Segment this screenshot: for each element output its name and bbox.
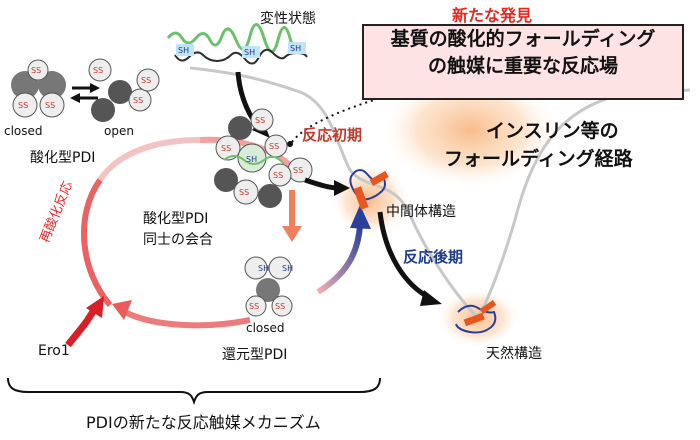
disulfide-tag: SS <box>273 171 283 180</box>
equilibrium-arrows <box>70 83 100 103</box>
ero1-arrow <box>65 296 104 348</box>
thiol-tag: SH <box>290 44 301 53</box>
label-intermediate: 中間体構造 <box>386 204 456 220</box>
pdi-cycle <box>81 136 371 329</box>
cycle-arrowhead-blue <box>350 205 371 229</box>
label-association-line-2: 同士の会合 <box>143 232 213 248</box>
disulfide-tag: SS <box>249 302 259 311</box>
intermediate-structure <box>349 169 389 210</box>
thiol-tags: SH SH SH SH SH SH <box>178 44 301 273</box>
disulfide-tag: SS <box>31 66 41 75</box>
disulfide-tag: SS <box>255 116 265 125</box>
thiol-tag: SH <box>178 46 189 55</box>
cycle-arc-top-left <box>97 137 201 182</box>
folding-landscape-curve <box>189 66 691 321</box>
disulfide-tag: SS <box>141 76 151 85</box>
finding-callout-box: 基質の酸化的フォールディング の触媒に重要な反応場 <box>362 24 684 100</box>
denatured-chain <box>166 23 308 65</box>
thiol-tag: SH <box>244 48 255 57</box>
pdi-association-cluster <box>214 108 313 208</box>
mechanism-bracket <box>7 377 381 406</box>
label-ero1: Ero1 <box>38 343 70 359</box>
label-closed-bottom: closed <box>246 321 285 335</box>
disulfide-tag: SS <box>45 101 55 110</box>
pdi-closed-top <box>11 59 66 118</box>
label-reduced-pdi: 還元型PDI <box>222 347 288 363</box>
label-pathway-line-1: インスリン等の <box>486 120 619 142</box>
callout-pointer <box>291 94 391 143</box>
label-late-reaction: 反応後期 <box>403 248 464 266</box>
label-early-reaction: 反応初期 <box>302 126 363 144</box>
label-closed-top: closed <box>4 124 43 138</box>
callout-line-2: の触媒に重要な反応場 <box>427 55 618 77</box>
cycle-arc-blue <box>316 224 363 295</box>
callout-line-1: 基質の酸化的フォールディング <box>390 28 656 50</box>
cycle-arc-left <box>81 178 113 307</box>
label-oxidized-pdi: 酸化型PDI <box>30 150 96 166</box>
label-open-top: open <box>104 124 134 138</box>
disulfide-tag: SS <box>93 66 103 75</box>
label-pathway-line-2: フォールディング経路 <box>444 148 633 170</box>
disulfide-tags: SS SS SS SS SS SS SS SS SS SS SS SS SS SS <box>18 66 303 311</box>
pdi-open-top <box>88 58 160 122</box>
label-native: 天然構造 <box>486 346 542 362</box>
thiol-tag: SH <box>258 264 269 273</box>
disulfide-tag: SS <box>293 166 303 175</box>
disulfide-tag: SS <box>269 142 279 151</box>
native-structure <box>455 299 497 334</box>
label-association-line-1: 酸化型PDI <box>143 211 209 227</box>
pdi-reduced-closed <box>244 256 293 317</box>
cycle-arrowhead-down <box>282 226 302 242</box>
late-reaction-arrow <box>377 211 432 301</box>
disulfide-tag: SS <box>221 144 231 153</box>
disulfide-tag: SS <box>133 96 143 105</box>
disulfide-tag: SS <box>239 188 249 197</box>
early-reaction-arrow <box>304 177 339 191</box>
cycle-arrowhead-bottom <box>112 300 132 320</box>
disulfide-tag: SS <box>275 302 285 311</box>
label-denatured-state: 変性状態 <box>260 11 316 27</box>
thiol-tag: SH <box>282 264 293 273</box>
cycle-arc-bottom <box>123 309 251 329</box>
thiol-tag: SH <box>246 155 257 164</box>
label-mechanism: PDIの新たな反応触媒メカニズム <box>86 413 321 432</box>
headline-new-finding: 新たな発見 <box>452 6 533 25</box>
disulfide-tag: SS <box>18 101 28 110</box>
